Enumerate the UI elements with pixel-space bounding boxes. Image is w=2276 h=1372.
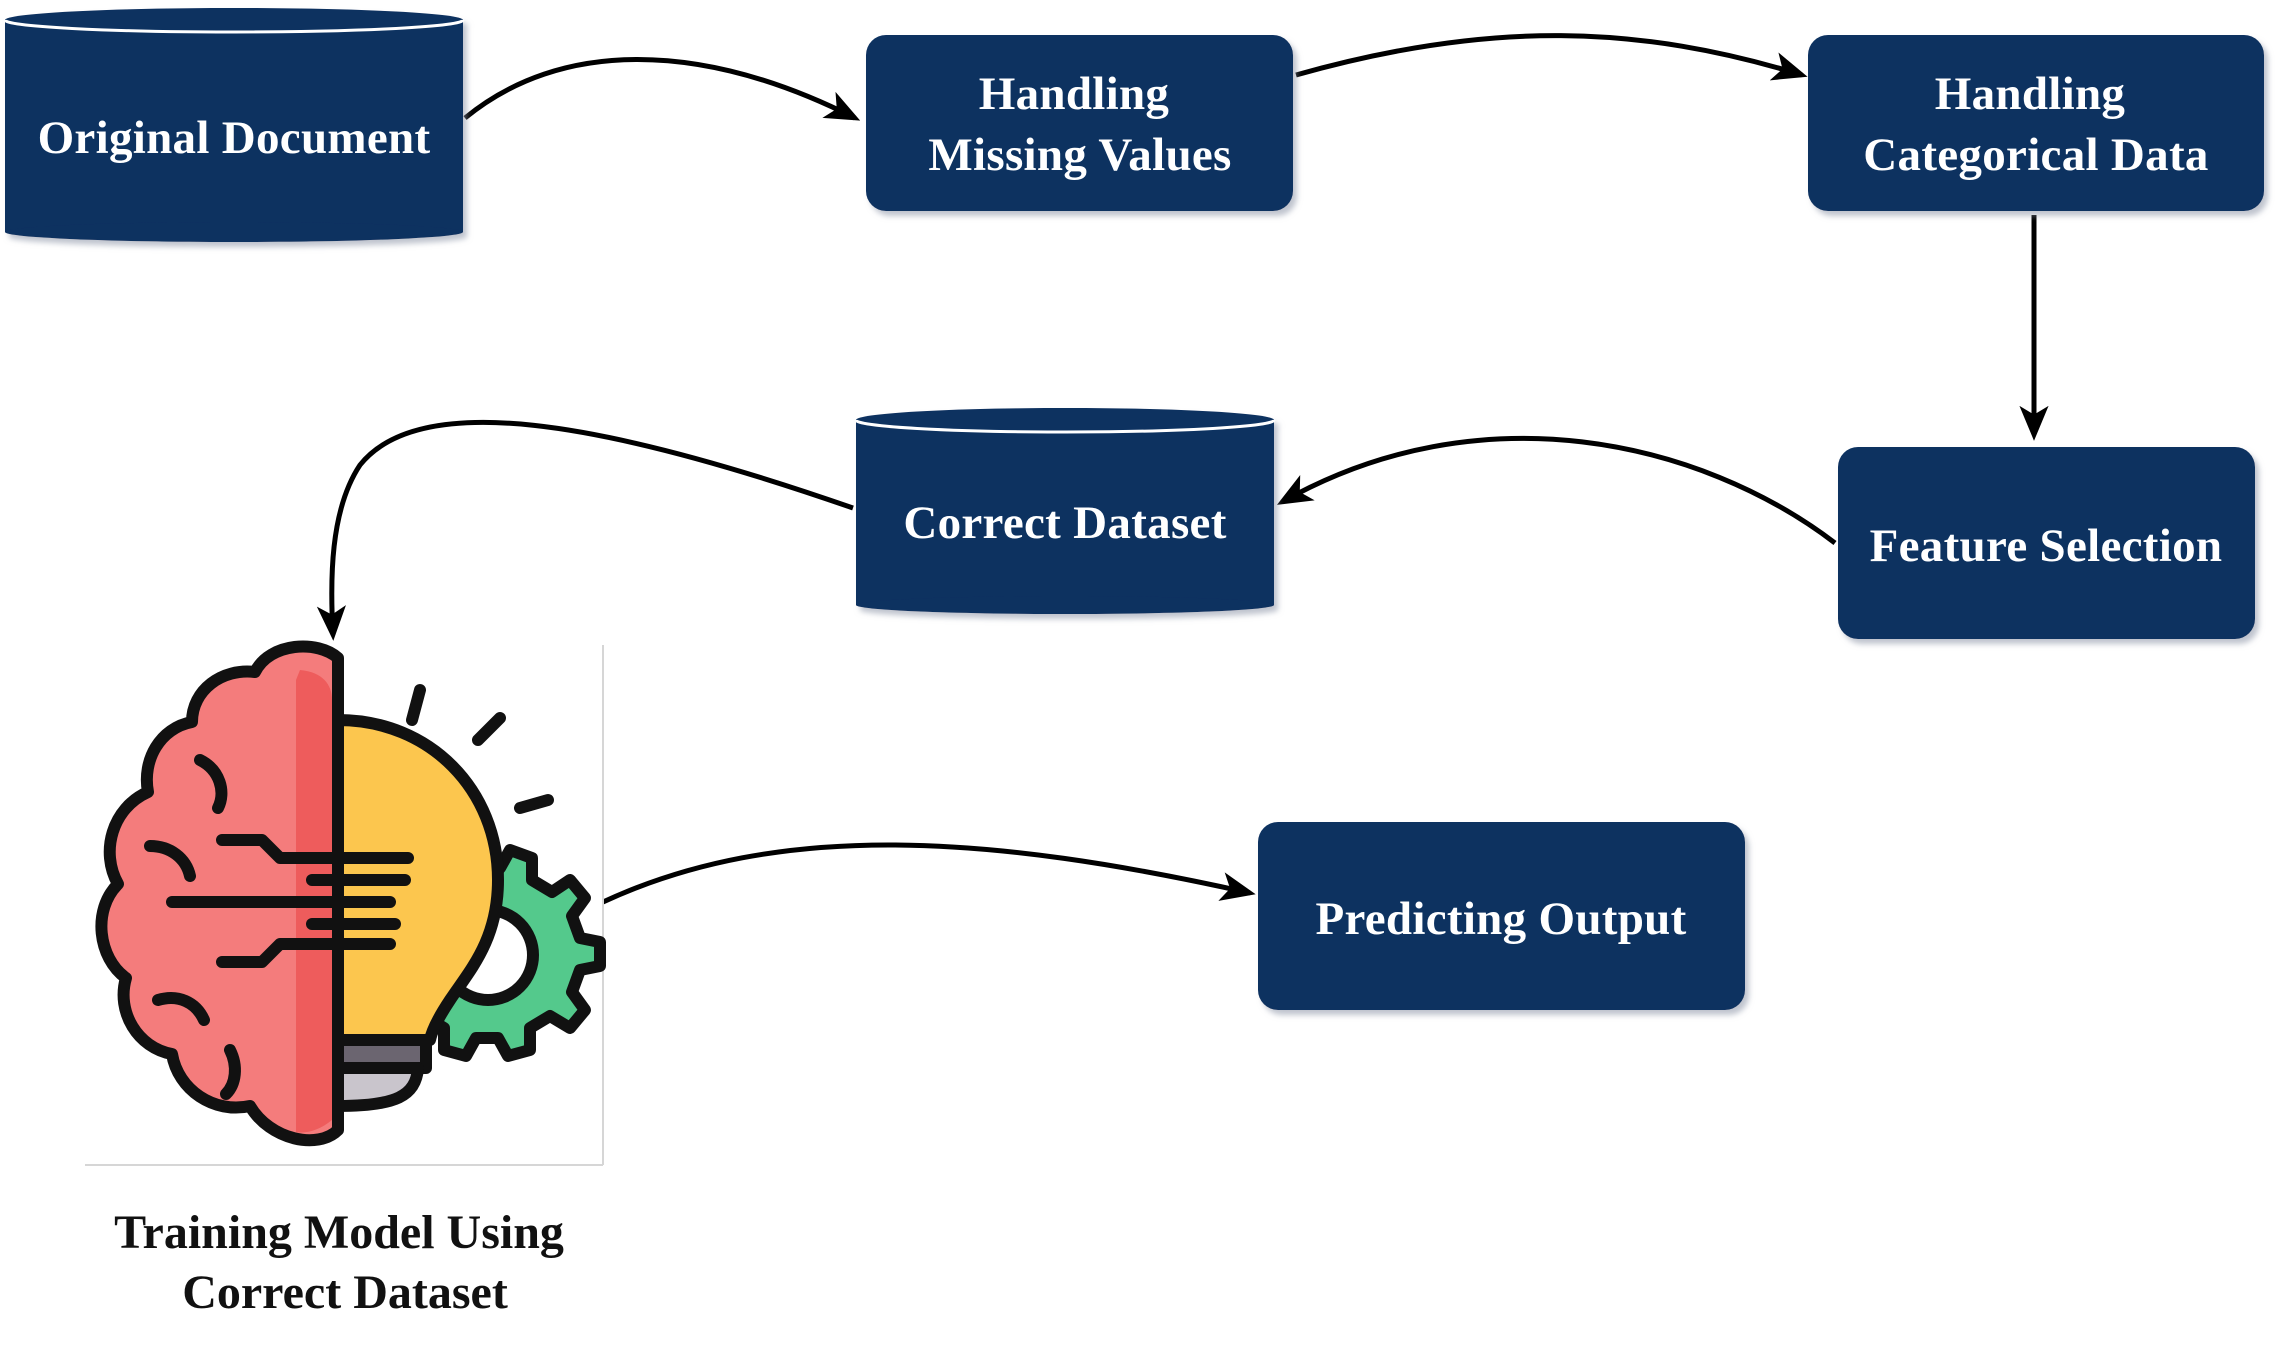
node-original-document-text: Original Document: [38, 112, 431, 164]
brain-lightbulb-gear-icon: [85, 640, 606, 1166]
node-label-line: Categorical Data: [1863, 129, 2208, 181]
training-caption: Training Model Using Correct Dataset: [114, 1206, 576, 1319]
node-categorical-data-text: Handling Categorical Data: [1863, 68, 2208, 181]
node-label-line: Predicting Output: [1315, 893, 1686, 945]
node-label-line: Missing Values: [928, 129, 1231, 181]
light-bulb-icon: [332, 684, 554, 1112]
training-caption-line: Correct Dataset: [182, 1266, 508, 1319]
edges: [316, 33, 2049, 905]
node-feature-selection: Feature Selection: [1838, 447, 2255, 639]
node-original-document: Original Document: [3, 8, 465, 242]
edge-correct-to-training: [316, 419, 854, 641]
node-label-line: Correct Dataset: [903, 497, 1226, 549]
edge-missing-to-categorical: [1295, 33, 1808, 81]
node-missing-values: Handling Missing Values: [866, 35, 1293, 211]
node-label-line: Handling: [979, 68, 1170, 120]
node-categorical-data: Handling Categorical Data: [1808, 35, 2264, 211]
node-feature-selection-text: Feature Selection: [1870, 520, 2223, 572]
edge-original-to-missing: [463, 57, 861, 121]
node-correct-dataset-text: Correct Dataset: [903, 497, 1226, 549]
node-label-line: Handling: [1935, 68, 2126, 120]
training-caption-line: Training Model Using: [114, 1206, 564, 1259]
node-predicting-output-text: Predicting Output: [1315, 893, 1686, 945]
node-correct-dataset: Correct Dataset: [854, 408, 1276, 614]
brain-icon: [95, 640, 414, 1147]
edge-training-to-predicting: [601, 842, 1256, 905]
node-label-line: Original Document: [38, 112, 431, 164]
node-missing-values-text: Handling Missing Values: [928, 68, 1231, 181]
edge-feature-to-correct: [1276, 435, 1837, 545]
node-label-line: Feature Selection: [1870, 520, 2223, 572]
node-predicting-output: Predicting Output: [1258, 822, 1745, 1010]
